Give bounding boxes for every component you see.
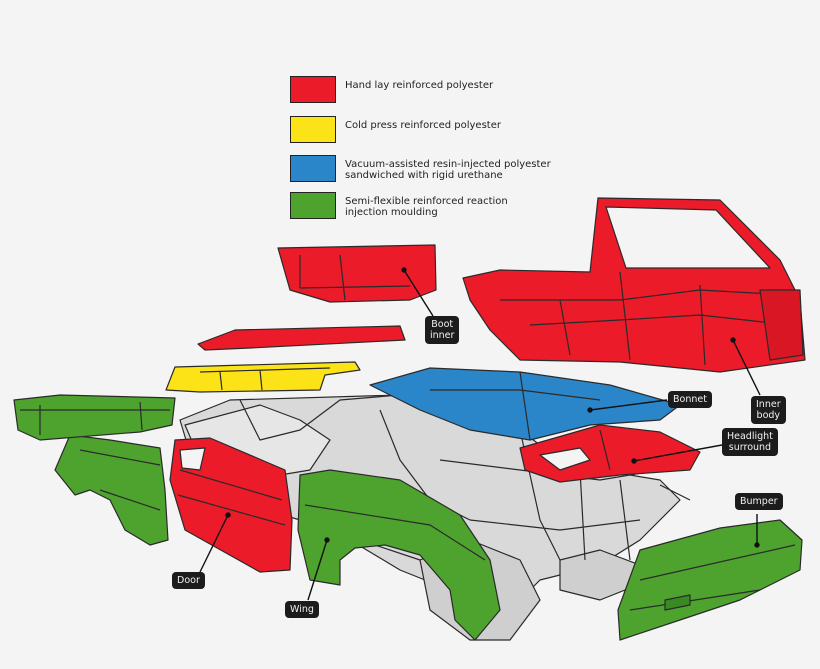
- boot-inner-panel: [277, 244, 437, 303]
- rear-shelf-panel: [165, 361, 361, 393]
- callout-wing: Wing: [285, 601, 319, 618]
- callout-headlight-surround: Headlight surround: [722, 428, 778, 456]
- callout-bumper: Bumper: [735, 493, 783, 510]
- callout-inner-body: Inner body: [751, 396, 786, 424]
- front-bumper-panel: [617, 519, 803, 641]
- legend-swatch-green: [290, 192, 336, 219]
- legend-label: Hand lay reinforced polyester: [345, 80, 494, 91]
- door-panel: [169, 437, 293, 573]
- headlight-surround-panel: [519, 424, 701, 483]
- callout-door: Door: [172, 572, 205, 589]
- legend-item-hand-lay: Hand lay reinforced polyester: [290, 76, 590, 106]
- inner-body-panel: [462, 197, 806, 373]
- legend-item-vacuum-assisted: Vacuum-assisted resin-injected polyester…: [290, 155, 590, 185]
- legend-swatch-blue: [290, 155, 336, 182]
- legend-item-semi-flexible: Semi-flexible reinforced reaction inject…: [290, 192, 590, 222]
- legend-label: Vacuum-assisted resin-injected polyester…: [345, 159, 551, 181]
- leader-lines: [199, 267, 761, 601]
- legend-item-cold-press: Cold press reinforced polyester: [290, 116, 590, 146]
- legend-swatch-yellow: [290, 116, 336, 143]
- front-wing-panel: [297, 469, 501, 641]
- rear-quarter-panel: [54, 434, 169, 546]
- sill-strip-panel: [197, 325, 406, 351]
- rear-bumper-panel: [13, 394, 176, 441]
- legend-label: Cold press reinforced polyester: [345, 120, 501, 131]
- callout-boot-inner: Boot inner: [425, 316, 460, 344]
- callout-bonnet: Bonnet: [668, 391, 712, 408]
- bonnet-panel: [369, 367, 681, 441]
- legend-swatch-red: [290, 76, 336, 103]
- legend-label: Semi-flexible reinforced reaction inject…: [345, 196, 508, 218]
